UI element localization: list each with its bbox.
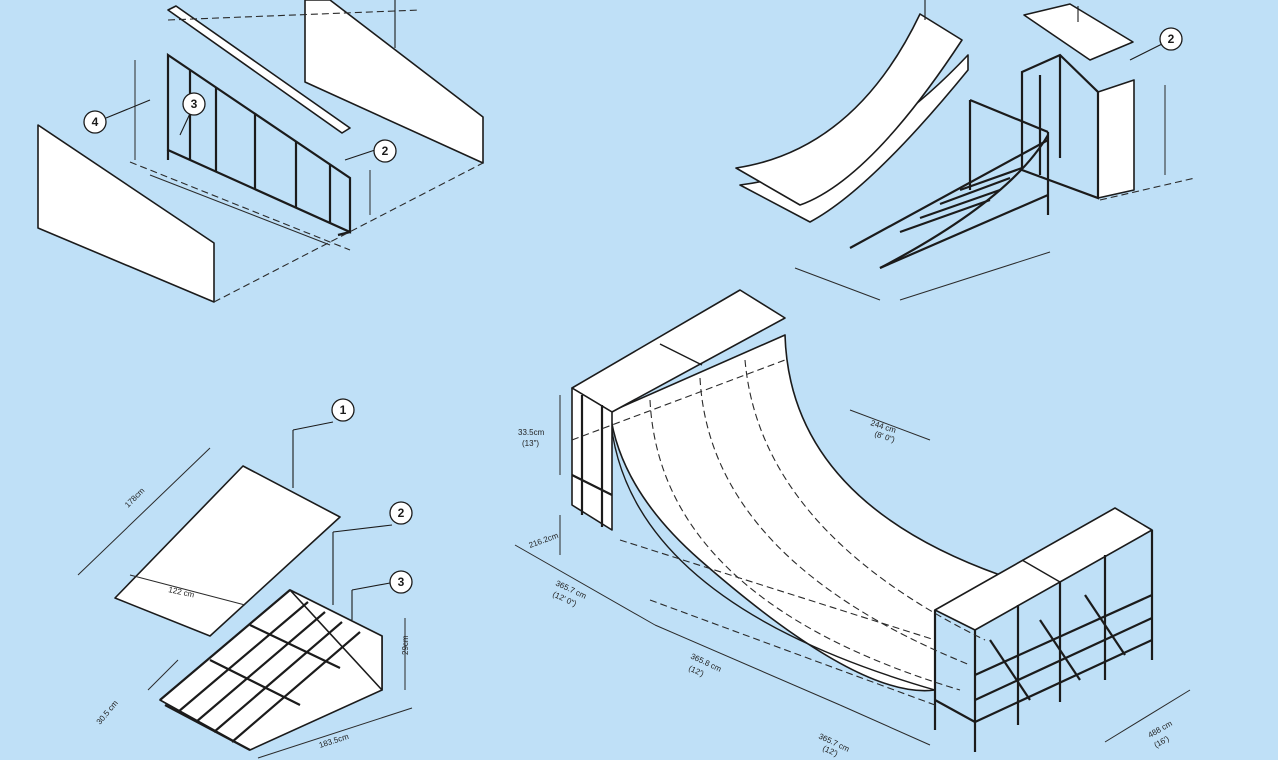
half-pipe-right-frame [933,530,1154,752]
kicker-grind-rail [167,5,351,134]
quarter-pipe-platform-side [1097,79,1135,199]
half-pipe-left-wall-edge [609,411,936,691]
hp-deck-h-dim: 216.2cm [528,531,560,550]
kicker-side-panel-right [304,0,484,164]
callout-4-label: 4 [92,115,99,129]
launch-base-dim: 183.5cm [318,732,350,750]
callout-2-label: 2 [382,144,389,158]
launch-callout-2-label: 2 [398,506,405,520]
quarter-pipe-frame [849,53,1100,270]
quarter-pipe-callout-2-label: 2 [1168,32,1175,46]
launch-side-dim: 30.5 cm [95,698,120,726]
kicker-side-panel-left [37,124,215,303]
kicker-frame [166,52,352,237]
launch-callout-3-label: 3 [398,575,405,589]
half-pipe-transition-surface [609,334,1001,692]
hp-top-in-dim: (13") [522,439,539,448]
half-pipe-left-deck-front [571,387,613,531]
callout-2-bubble: 2 [373,139,397,163]
quarter-pipe-deck-top [1023,3,1134,61]
launch-ramp-top-sheet [114,465,341,637]
quarter-pipe-assembly: 2 [735,0,1196,301]
callout-3-bubble: 3 [182,92,206,116]
kicker-assembly: 4 3 2 [37,0,484,303]
launch-ramp-frame [159,589,383,751]
quarter-pipe-ramp-sheet-upper [735,13,963,206]
launch-length-dim: 178cm [123,486,147,510]
launch-ramp-assembly: 178cm 122 cm 29cm 30.5 cm 183.5cm 1 [77,398,413,759]
launch-height-dim: 29cm [401,635,410,655]
callout-3-label: 3 [191,97,198,111]
launch-callout-2-bubble: 2 [389,501,413,525]
half-pipe-assembly: 33.5cm (13") 244 cm (8' 0") 216.2cm 365.… [514,289,1191,759]
callout-4-bubble: 4 [83,110,107,134]
hp-top-dim: 33.5cm [518,428,545,437]
quarter-pipe-callout-2-bubble: 2 [1159,27,1183,51]
launch-callout-1-label: 1 [340,403,347,417]
launch-callout-1-bubble: 1 [331,398,355,422]
launch-callout-3-bubble: 3 [389,570,413,594]
